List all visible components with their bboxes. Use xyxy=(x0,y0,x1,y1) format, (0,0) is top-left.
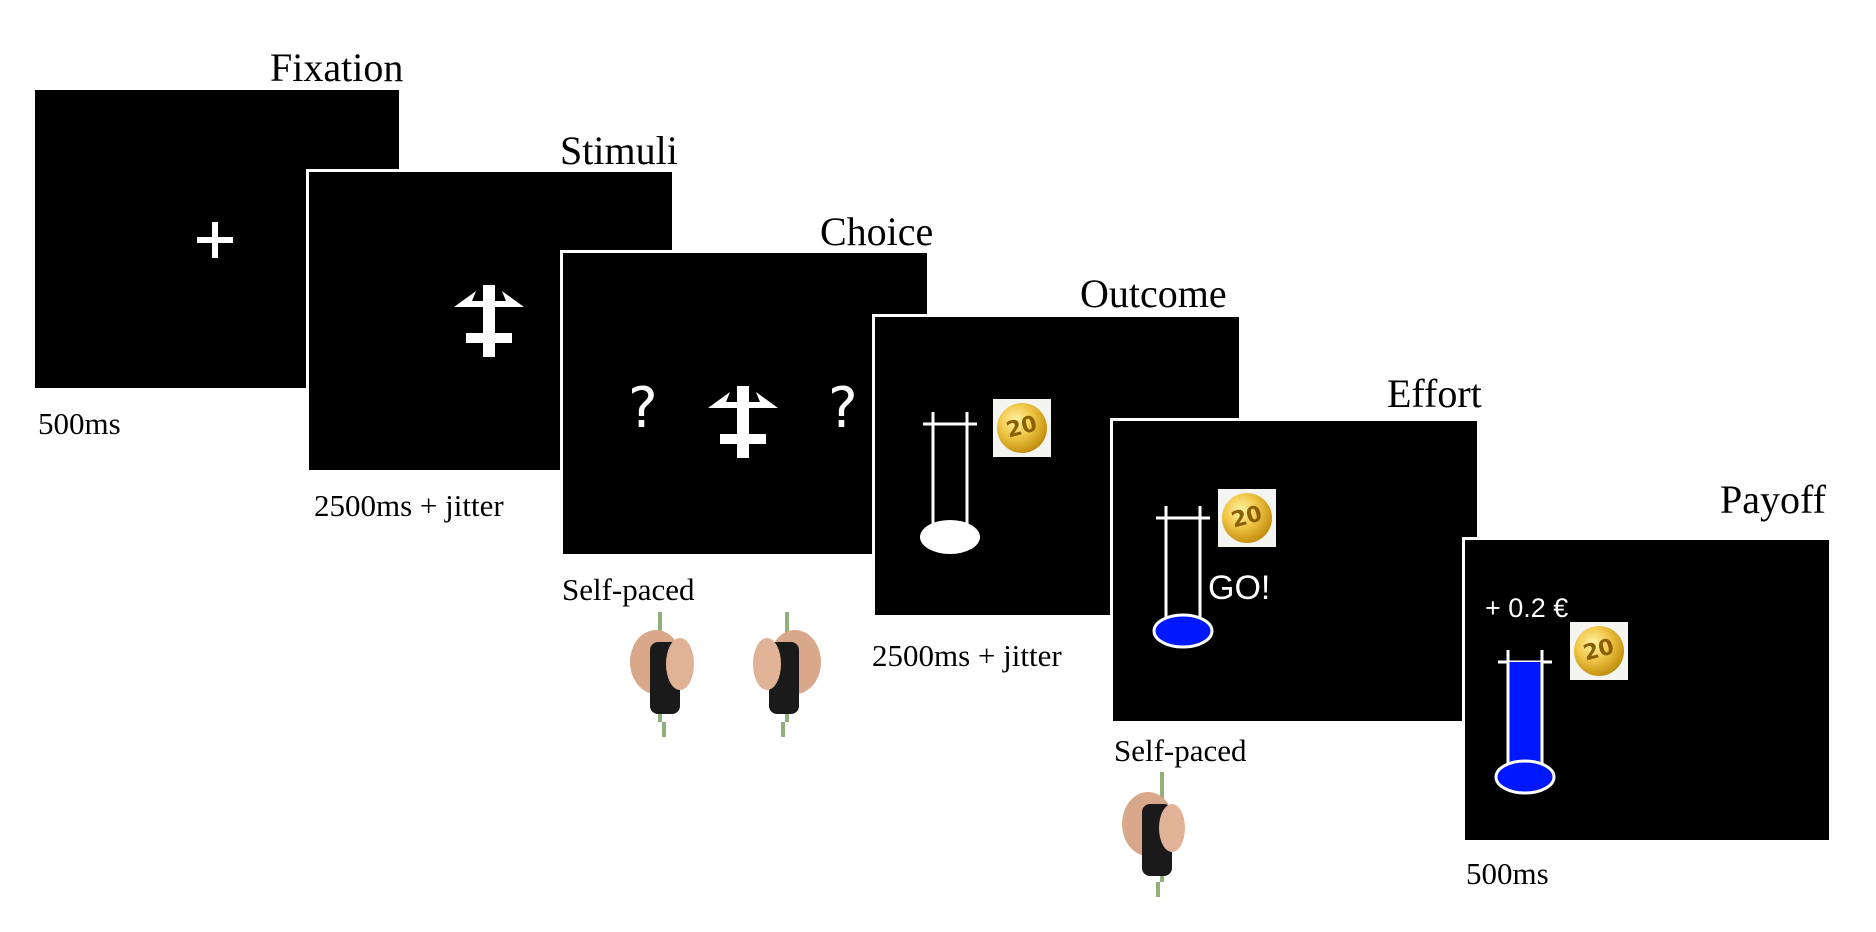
thermometer-gauge-icon xyxy=(920,412,980,554)
stimulus-symbol-icon xyxy=(708,386,778,458)
choice-title: Choice xyxy=(820,209,934,254)
payoff-screen: + 0.2 € 20 xyxy=(1462,537,1832,843)
fixation-duration: 500ms xyxy=(38,406,121,441)
outcome-duration: 2500ms + jitter xyxy=(872,638,1062,673)
grip-single-icon xyxy=(1122,772,1185,897)
payoff-title: Payoff xyxy=(1720,477,1826,522)
stimuli-duration: 2500ms + jitter xyxy=(314,488,504,523)
stimuli-title: Stimuli xyxy=(560,128,678,173)
choice-left-question: ? xyxy=(628,376,658,441)
grip-right-icon xyxy=(753,612,821,737)
thermometer-gauge-icon xyxy=(1152,506,1214,649)
coin-icon: 20 xyxy=(1218,489,1276,547)
effort-title: Effort xyxy=(1387,371,1482,416)
choice-right-question: ? xyxy=(828,376,858,441)
outcome-title: Outcome xyxy=(1080,271,1227,316)
thermometer-gauge-icon xyxy=(1494,650,1556,795)
effort-go-cue: GO! xyxy=(1208,569,1271,607)
coin-icon: 20 xyxy=(1570,622,1628,680)
effort-duration: Self-paced xyxy=(1114,733,1247,768)
coin-icon: 20 xyxy=(993,399,1051,457)
grip-left-icon xyxy=(630,612,694,737)
fixation-title: Fixation xyxy=(270,45,404,90)
payoff-duration: 500ms xyxy=(1466,856,1549,891)
stimulus-symbol-icon xyxy=(454,285,524,357)
payoff-reward-text: + 0.2 € xyxy=(1485,593,1569,623)
fixation-cross-icon xyxy=(197,222,233,258)
choice-screen: ? ? xyxy=(560,250,930,557)
effort-screen: 20 GO! xyxy=(1110,418,1480,724)
choice-duration: Self-paced xyxy=(562,572,695,607)
